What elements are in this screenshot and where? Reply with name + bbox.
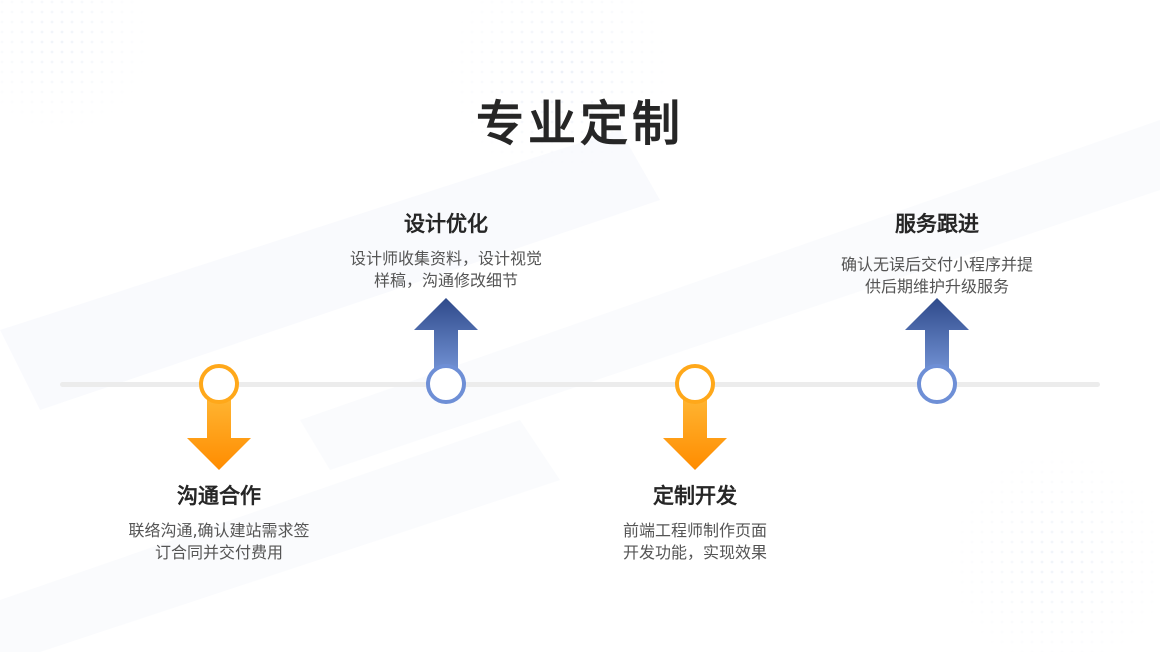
step-description-line: 联络沟通,确认建站需求签 <box>128 521 310 540</box>
down-arrow-icon <box>187 364 251 470</box>
step-service: 服务跟进 确认无误后交付小程序并提 供后期维护升级服务 <box>807 208 1067 298</box>
up-arrow-marker-2 <box>406 294 486 414</box>
step-description-line: 开发功能，实现效果 <box>622 543 767 562</box>
page-title: 专业定制 <box>475 96 684 152</box>
down-arrow-icon <box>663 364 727 470</box>
step-title: 设计优化 <box>404 212 488 236</box>
step-design: 设计优化 设计师收集资料，设计视觉 样稿，沟通修改细节 <box>316 208 576 292</box>
up-arrow-icon <box>414 298 478 404</box>
step-communication: 沟通合作 联络沟通,确认建站需求签 订合同并交付费用 <box>89 480 349 564</box>
step-description-line: 确认无误后交付小程序并提 <box>840 255 1033 274</box>
timeline-line <box>60 382 1100 387</box>
step-title: 沟通合作 <box>177 484 261 508</box>
step-development: 定制开发 前端工程师制作页面 开发功能，实现效果 <box>565 480 825 564</box>
step-description-line: 样稿，沟通修改细节 <box>373 271 518 290</box>
up-arrow-icon <box>905 298 969 404</box>
up-arrow-marker-4 <box>897 294 977 414</box>
step-title: 定制开发 <box>653 484 737 508</box>
down-arrow-marker-1 <box>179 362 259 482</box>
step-description-line: 设计师收集资料，设计视觉 <box>349 249 542 268</box>
step-description-line: 前端工程师制作页面 <box>622 521 767 540</box>
step-description-line: 订合同并交付费用 <box>154 543 283 562</box>
down-arrow-marker-3 <box>655 362 735 482</box>
step-title: 服务跟进 <box>895 212 979 236</box>
step-description-line: 供后期维护升级服务 <box>864 277 1009 296</box>
